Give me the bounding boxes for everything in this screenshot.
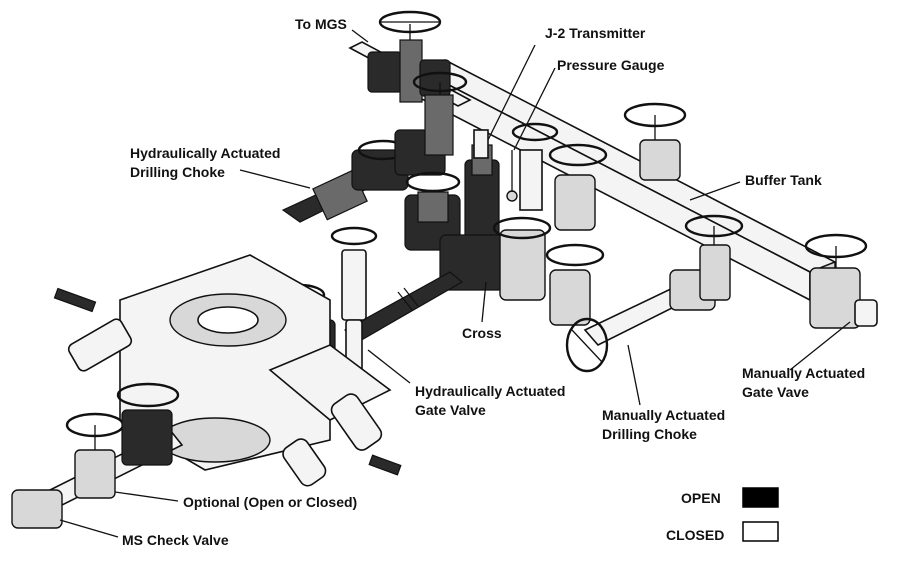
manual-choke-line: [565, 214, 744, 373]
legend: OPEN CLOSED: [666, 487, 779, 543]
label-hyd-gate-line2: Gate Valve: [415, 402, 486, 418]
mgs-line-pipe: [348, 10, 472, 107]
label-hyd-gate-line1: Hydraulically Actuated: [415, 383, 565, 399]
cross-assembly: [343, 144, 511, 343]
label-man-gate-line1: Manually Actuated: [742, 365, 865, 381]
j2-transmitter: [473, 129, 518, 202]
label-hyd-choke-line2: Drilling Choke: [130, 164, 225, 180]
label-hyd-choke-line1: Hydraulically Actuated: [130, 145, 280, 161]
legend-closed-swatch: [742, 521, 779, 542]
legend-open-label: OPEN: [681, 490, 721, 506]
label-to-mgs: To MGS: [295, 16, 347, 32]
leader-lines: [59, 29, 851, 538]
label-man-gate-line2: Gate Vave: [742, 384, 809, 400]
label-buffer-tank: Buffer Tank: [745, 172, 822, 188]
legend-open-swatch: [742, 487, 779, 508]
label-j2-transmitter: J-2 Transmitter: [545, 25, 646, 41]
lower-left-valves: [11, 382, 184, 529]
right-valve-bank: [492, 102, 687, 326]
far-right-gate-valve: [804, 233, 878, 329]
label-pressure-gauge: Pressure Gauge: [557, 57, 665, 73]
legend-closed-label: CLOSED: [666, 527, 724, 543]
hydraulic-choke-assembly: [281, 71, 468, 223]
label-man-choke-line1: Manually Actuated: [602, 407, 725, 423]
label-optional: Optional (Open or Closed): [183, 494, 357, 510]
label-man-choke-line2: Drilling Choke: [602, 426, 697, 442]
label-cross: Cross: [462, 325, 502, 341]
label-check-valve: MS Check Valve: [122, 532, 229, 548]
